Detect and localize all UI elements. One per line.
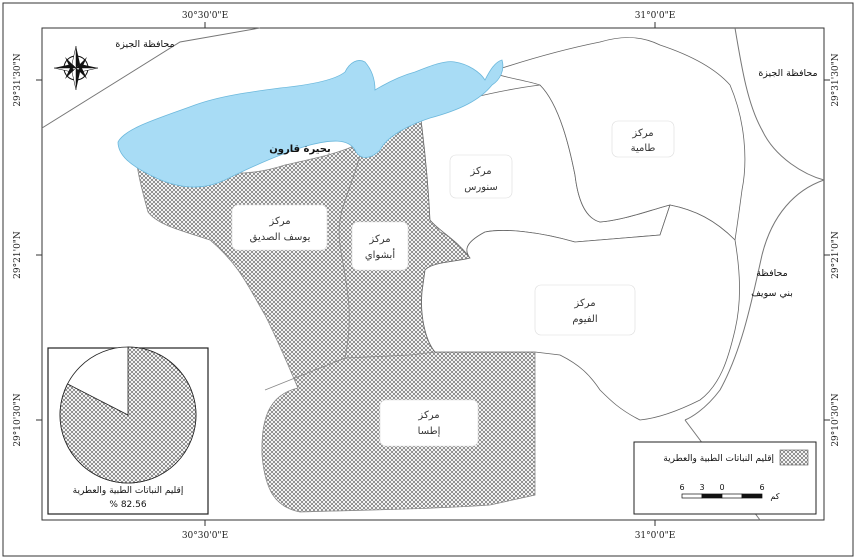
pie-slice-medicinal-plants: [59, 346, 197, 484]
district-label-tamiya: مركز طامية: [611, 120, 675, 158]
svg-text:طامية: طامية: [631, 143, 656, 154]
label-beni-suef-2: بني سويف: [751, 288, 793, 299]
svg-text:مركز: مركز: [469, 166, 491, 177]
coord-left-2: 29°21'0"N: [13, 231, 23, 279]
coord-right-2: 29°21'0"N: [831, 231, 841, 279]
pie-percent: % 82.56: [109, 500, 146, 510]
governorate-boundaries: [41, 27, 825, 521]
legend-swatch: [779, 449, 809, 466]
scale-unit: كم: [770, 492, 779, 501]
svg-text:أبشواي: أبشواي: [365, 248, 395, 261]
scale-bar: 6 3 0 6 كم: [679, 483, 779, 501]
svg-text:3: 3: [699, 483, 704, 492]
pie-inset: إقليم النباتات الطبية والعطرية % 82.56: [47, 346, 209, 515]
label-giza-right: محافظة الجيزة: [758, 68, 817, 79]
district-label-fayoum: مركز الفيوم: [534, 284, 636, 336]
pie-chart: [59, 346, 197, 484]
coord-top-2: 31°0'0"E: [635, 11, 676, 21]
district-boundaries-hatched: [264, 154, 436, 391]
svg-text:مركز: مركز: [573, 298, 595, 309]
coord-right-3: 29°10'30"N: [831, 393, 841, 446]
compass-rose-icon: [53, 45, 99, 91]
svg-text:الفيوم: الفيوم: [572, 314, 597, 325]
coord-left-3: 29°10'30"N: [13, 393, 23, 446]
label-giza-left: محافظة الجيزة: [115, 39, 174, 50]
svg-text:6: 6: [759, 483, 764, 492]
district-label-ibshaway: مركز أبشواي: [351, 221, 409, 271]
coord-top-1: 30°30'0"E: [182, 11, 228, 21]
svg-text:مركز: مركز: [631, 128, 653, 139]
svg-text:6: 6: [679, 483, 684, 492]
lake-qarun: [117, 59, 504, 188]
svg-text:مركز: مركز: [417, 410, 439, 421]
district-label-sinnuris: مركز سنورس: [449, 154, 513, 199]
legend-box: إقليم النباتات الطبية والعطرية 6 3 0 6 ك…: [633, 441, 817, 515]
svg-text:0: 0: [719, 483, 724, 492]
coord-bottom-2: 31°0'0"E: [635, 531, 676, 541]
pie-caption: إقليم النباتات الطبية والعطرية: [73, 486, 184, 496]
svg-text:سنورس: سنورس: [464, 182, 498, 193]
svg-text:إطسا: إطسا: [418, 426, 441, 437]
svg-text:مركز: مركز: [368, 234, 390, 245]
svg-text:مركز: مركز: [268, 216, 290, 227]
district-label-itsa: مركز إطسا: [379, 399, 479, 447]
label-lake-qarun: بحيرة قارون: [269, 144, 330, 155]
coord-right-1: 29°31'30"N: [831, 53, 841, 106]
svg-text:يوسف الصديق: يوسف الصديق: [250, 232, 311, 243]
district-label-yusuf: مركز يوسف الصديق: [231, 204, 328, 251]
legend-label: إقليم النباتات الطبية والعطرية: [663, 454, 774, 464]
label-beni-suef-1: محافظة: [756, 268, 788, 279]
graticule-ticks: [36, 22, 830, 526]
coord-left-1: 29°31'30"N: [13, 53, 23, 106]
coord-bottom-1: 30°30'0"E: [182, 531, 228, 541]
